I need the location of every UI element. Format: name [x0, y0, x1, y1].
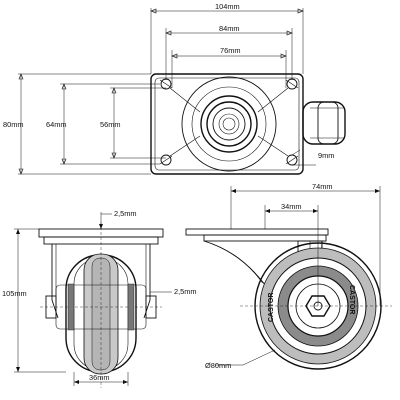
front-view: [38, 222, 164, 388]
top-view-dimensions: 104mm 84mm 76mm 80mm 64mm 56mm: [3, 2, 334, 175]
swivel-ring-2: [191, 86, 267, 162]
dim-offset: 34mm: [281, 202, 302, 211]
swivel-ring-5: [212, 107, 246, 141]
dim-hole-vert-outer: 64mm: [46, 120, 67, 129]
dim-plate-thickness: 2,5mm: [114, 209, 137, 218]
dim-wheel-diameter: Ø80mm: [205, 361, 231, 370]
dim-fork-thickness: 2,5mm: [174, 287, 197, 296]
dim-hole-vert-inner: 56mm: [100, 120, 121, 129]
swivel-ring-3: [200, 95, 258, 153]
bolt-hole-bottom-left: [160, 154, 172, 166]
side-plate: [185, 228, 329, 236]
dim-hole-outer: 84mm: [219, 24, 240, 33]
swivel-ring-6: [218, 113, 240, 135]
tread-text-right: CASTOR: [348, 285, 355, 314]
dim-plate-height: 80mm: [3, 120, 24, 129]
top-plate-inner: [154, 77, 300, 171]
dim-plate-width: 104mm: [215, 2, 240, 11]
dim-hole-diameter: 9mm: [318, 151, 334, 160]
swivel-ring-outer: [181, 76, 277, 172]
dim-hole-inner: 76mm: [220, 46, 241, 55]
side-view: CASTOR CASTOR: [185, 228, 392, 370]
swivel-rivet: [222, 117, 236, 131]
dim-swivel-radius: 74mm: [312, 182, 333, 191]
tread-text-left: CASTOR: [268, 293, 275, 322]
front-view-dimensions: 2,5mm 105mm 2,5mm 36mm: [2, 209, 197, 386]
top-view: [150, 73, 346, 175]
top-plate: [150, 73, 304, 175]
dim-total-height: 105mm: [2, 289, 27, 298]
swivel-ring-4: [206, 101, 252, 147]
dim-wheel-width: 36mm: [89, 373, 110, 382]
side-view-dimensions: 74mm 34mm Ø80mm: [205, 182, 381, 370]
